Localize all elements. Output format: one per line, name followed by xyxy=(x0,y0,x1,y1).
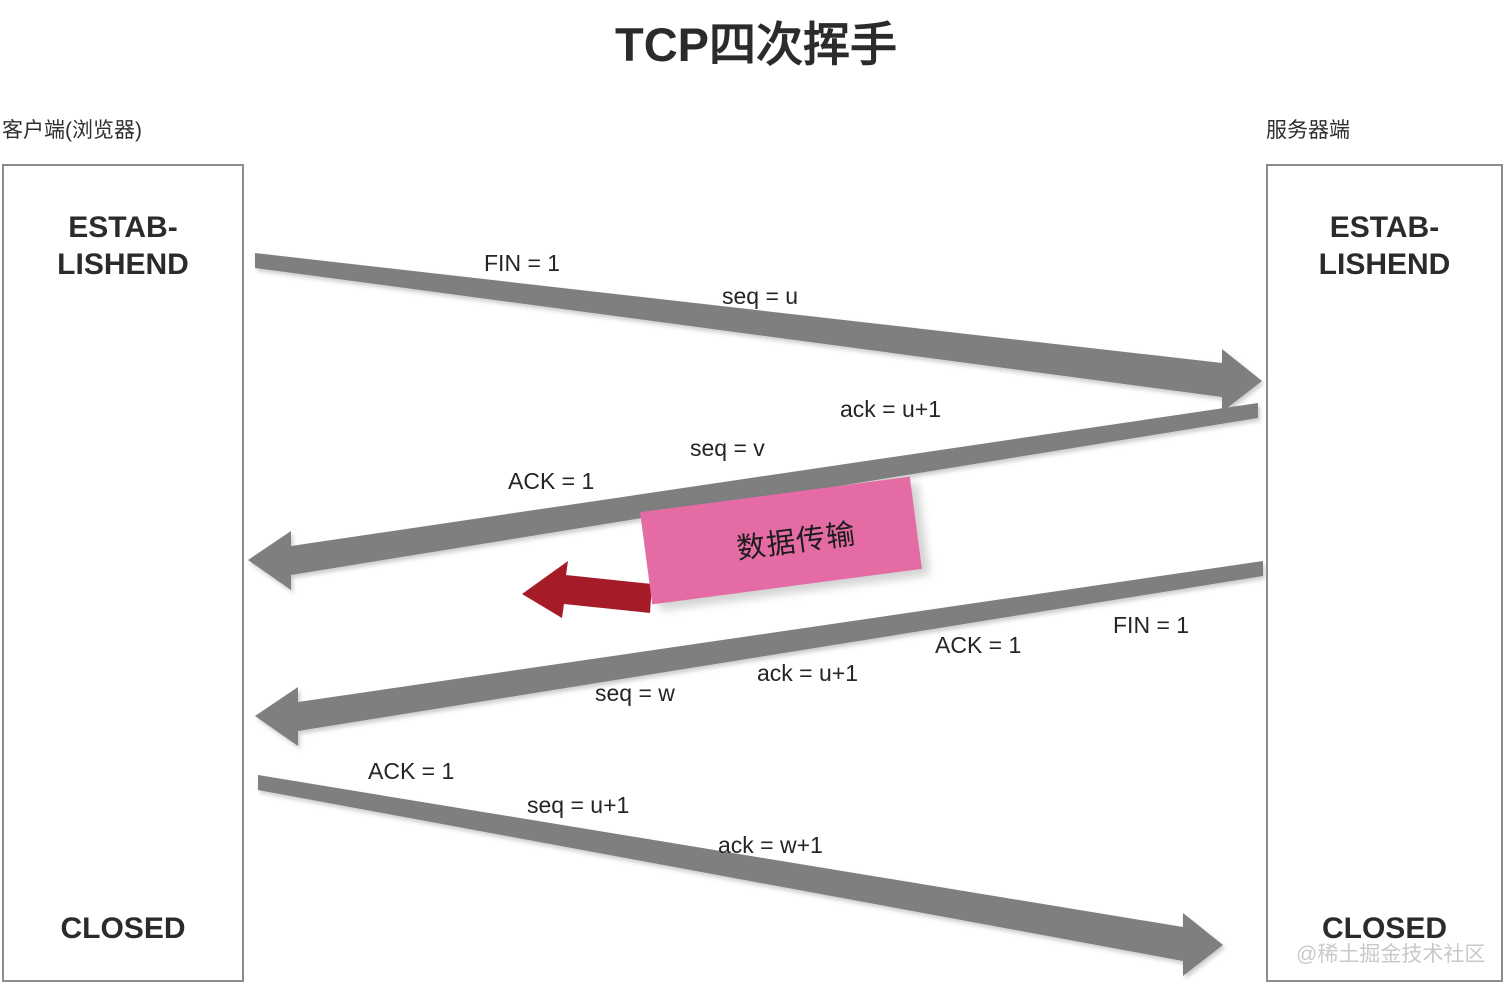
client-state-established: ESTAB- LISHEND xyxy=(57,211,189,281)
client-lifeline-box: ESTAB- LISHEND CLOSED xyxy=(2,164,244,982)
label-msg4-ack-flag: ACK = 1 xyxy=(368,758,455,784)
label-msg4-seq: seq = u+1 xyxy=(527,792,630,818)
server-state-established: ESTAB- LISHEND xyxy=(1318,211,1451,281)
label-msg3-fin: FIN = 1 xyxy=(1113,612,1190,638)
label-msg2-ack-num: ack = u+1 xyxy=(840,396,942,422)
label-msg3-ack-flag: ACK = 1 xyxy=(935,632,1022,658)
server-endpoint-label: 服务器端 xyxy=(1266,119,1350,142)
arrow-msg-3-fin-ack xyxy=(255,561,1263,746)
arrow-msg-1-fin xyxy=(255,253,1262,412)
watermark: @稀土掘金技术社区 xyxy=(1296,943,1486,966)
client-state-closed: CLOSED xyxy=(60,912,186,946)
label-msg3-ack-num: ack = u+1 xyxy=(757,660,859,686)
label-msg2-seq: seq = v xyxy=(690,435,765,461)
label-msg3-seq: seq = w xyxy=(595,680,675,706)
data-transfer-label: 数据传输 xyxy=(734,517,858,566)
arrow-msg-4-ack xyxy=(258,775,1223,976)
data-transfer-arrow-icon xyxy=(522,561,652,618)
label-msg4-ack-num: ack = w+1 xyxy=(718,832,823,858)
label-msg2-ack-flag: ACK = 1 xyxy=(508,468,595,494)
label-msg1-fin: FIN = 1 xyxy=(484,250,561,276)
client-endpoint-label: 客户端(浏览器) xyxy=(2,119,142,142)
page-title: TCP四次挥手 xyxy=(615,18,897,71)
label-msg1-seq: seq = u xyxy=(722,283,799,309)
server-state-closed: CLOSED xyxy=(1321,912,1447,946)
server-lifeline-box: ESTAB- LISHEND CLOSED xyxy=(1266,164,1503,982)
